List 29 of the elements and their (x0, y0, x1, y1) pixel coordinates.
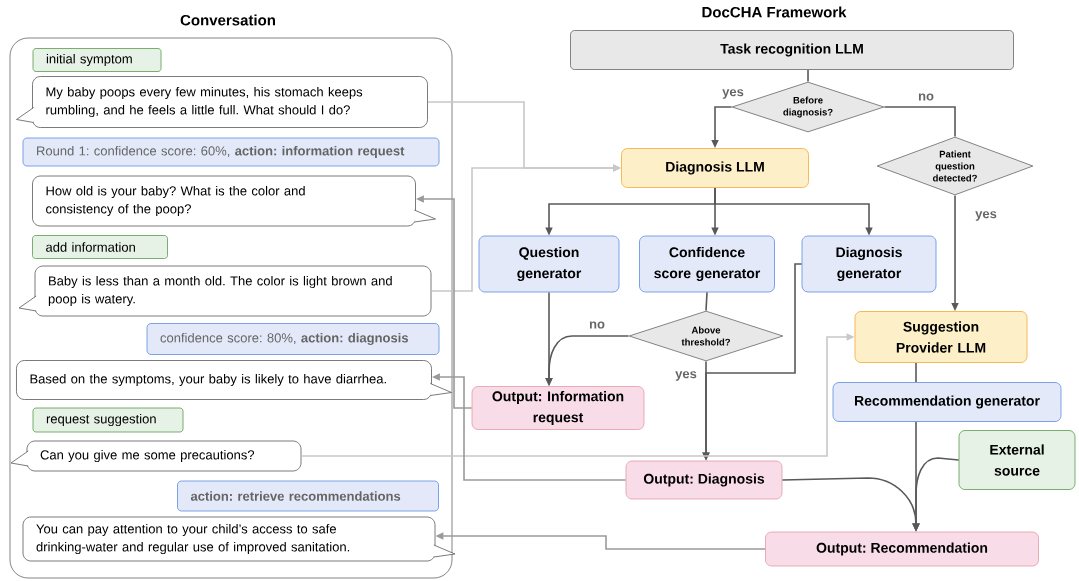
process-box: Task recognition LLM (570, 30, 1014, 70)
edge-label: no (917, 92, 935, 102)
llm-box: Suggestion Provider LLM (854, 311, 1028, 363)
chat-bubble: Baby is less than a month old. The color is light brown and poop is watery. (18, 265, 432, 317)
generator-box: Question generator (478, 235, 620, 293)
edge-label: no (588, 320, 606, 330)
source-box: External source (958, 430, 1076, 490)
llm-box: Diagnosis LLM (621, 148, 809, 188)
output-box: Output: Diagnosis (625, 460, 783, 500)
tag-box: initial symptom (32, 48, 162, 72)
status-box: Round 1: confidence score: 60%, action: information request (22, 137, 440, 167)
diagram-title: DocCHA Framework (702, 6, 847, 18)
chat-bubble: You can pay attention to your child’s access to safe drinking-water and regular use of improved sanitation. (22, 516, 456, 562)
chat-bubble: How old is your baby? What is the color and consistency of the poop? (32, 175, 436, 227)
chat-bubble: Based on the symptoms, your baby is likely to have diarrhea. (16, 360, 452, 400)
generator-box: Diagnosis generator (801, 235, 937, 293)
status-box: confidence score: 80%, action: diagnosis (146, 323, 440, 355)
output-box: Output: Information request (471, 386, 645, 430)
generator-box: Confidence score generator (639, 235, 775, 293)
edge-label: yes (974, 210, 998, 222)
generator-box: Recommendation generator (832, 382, 1062, 422)
chat-bubble: Can you give me some precautions? (10, 440, 302, 472)
chat-bubble: My baby poops every few minutes, his stomach keeps rumbling, and he feels a little full. What should I do? (16, 76, 428, 128)
panel-heading: Conversation (180, 14, 275, 26)
edge-label: yes (674, 370, 698, 382)
status-box: action: retrieve recommendations (177, 480, 439, 512)
tag-box: add information (32, 235, 168, 259)
output-box: Output: Recommendation (765, 531, 1039, 567)
tag-box: request suggestion (32, 407, 184, 433)
